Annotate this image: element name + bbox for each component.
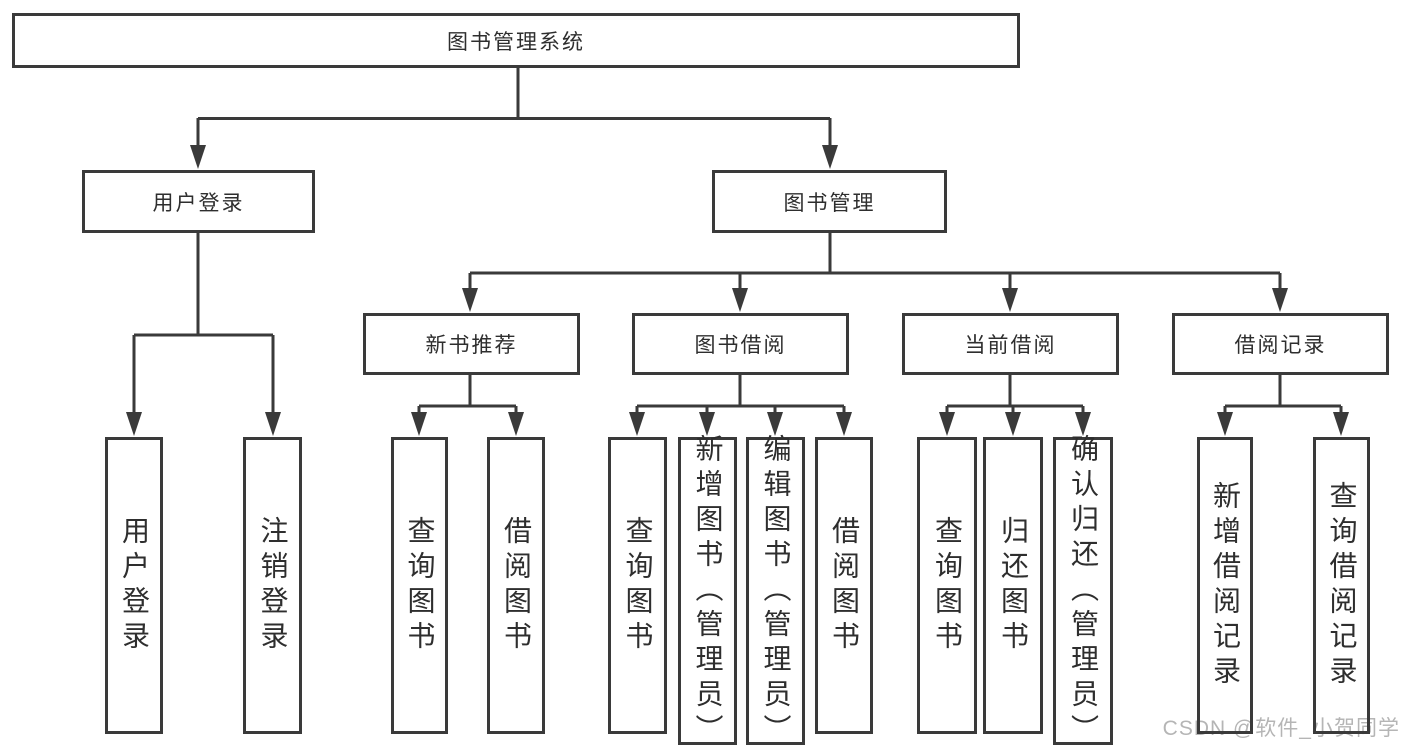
node-label: 查询图书 bbox=[932, 515, 963, 656]
leaf-logout: 注销登录 bbox=[243, 437, 302, 734]
leaf-user-login: 用户登录 bbox=[105, 437, 163, 734]
connector-book-mgmt-children bbox=[468, 233, 1282, 292]
leaf-query-book-1: 查询图书 bbox=[391, 437, 448, 734]
leaf-add-book-admin: 新增图书（管理员） bbox=[678, 433, 737, 747]
node-label: 图书管理系统 bbox=[447, 30, 585, 54]
node-book-management: 图书管理 bbox=[712, 170, 947, 233]
leaf-return-book: 归还图书 bbox=[983, 437, 1043, 734]
node-user-login: 用户登录 bbox=[82, 170, 315, 233]
node-book-borrow: 图书借阅 bbox=[632, 313, 849, 375]
leaf-query-book-3: 查询图书 bbox=[917, 437, 977, 734]
node-label: 确认归还（管理员） bbox=[1068, 433, 1099, 747]
leaf-query-book-2: 查询图书 bbox=[608, 437, 667, 734]
node-label: 用户登录 bbox=[152, 191, 245, 215]
node-label: 查询图书 bbox=[622, 515, 654, 656]
connector-user-login-children bbox=[132, 233, 275, 416]
connector-new-book-children bbox=[417, 375, 518, 416]
node-label: 查询借阅记录 bbox=[1326, 480, 1358, 691]
node-new-book-recommend: 新书推荐 bbox=[363, 313, 580, 375]
leaf-borrow-book-2: 借阅图书 bbox=[815, 437, 873, 734]
connector-current-borrow-children bbox=[945, 375, 1085, 416]
node-label: 借阅记录 bbox=[1234, 334, 1327, 357]
node-label: 新增图书（管理员） bbox=[692, 433, 724, 747]
node-current-borrow: 当前借阅 bbox=[902, 313, 1119, 375]
node-label: 借阅图书 bbox=[829, 515, 860, 656]
node-label: 用户登录 bbox=[119, 515, 150, 656]
node-borrow-record: 借阅记录 bbox=[1172, 313, 1389, 375]
node-label: 图书借阅 bbox=[694, 334, 787, 357]
node-label: 借阅图书 bbox=[501, 515, 532, 656]
node-label: 新书推荐 bbox=[425, 334, 518, 357]
node-system-root: 图书管理系统 bbox=[12, 13, 1020, 68]
connector-borrow-record-children bbox=[1223, 375, 1343, 416]
node-label: 编辑图书（管理员） bbox=[760, 433, 792, 747]
node-label: 查询图书 bbox=[404, 515, 436, 656]
node-label: 图书管理 bbox=[783, 191, 876, 215]
leaf-confirm-return-admin: 确认归还（管理员） bbox=[1053, 433, 1113, 747]
node-label: 归还图书 bbox=[998, 515, 1029, 656]
node-label: 当前借阅 bbox=[964, 334, 1057, 357]
node-label: 注销登录 bbox=[257, 515, 289, 656]
leaf-edit-book-admin: 编辑图书（管理员） bbox=[746, 433, 805, 747]
leaf-add-borrow-record: 新增借阅记录 bbox=[1197, 437, 1253, 734]
node-label: 新增借阅记录 bbox=[1210, 480, 1241, 691]
leaf-query-borrow-record: 查询借阅记录 bbox=[1313, 437, 1370, 734]
leaf-borrow-book-1: 借阅图书 bbox=[487, 437, 545, 734]
connector-book-borrow-children bbox=[635, 375, 846, 416]
connector-root-to-level2 bbox=[196, 68, 832, 149]
